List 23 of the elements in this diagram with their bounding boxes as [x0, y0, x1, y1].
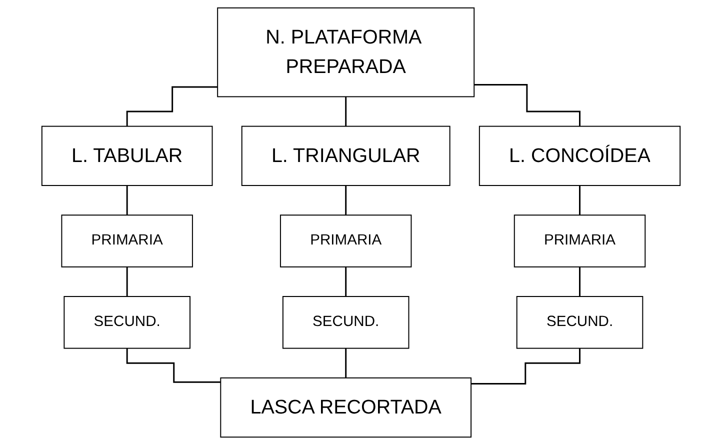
node-box: PRIMARIA — [61, 214, 193, 268]
connector — [126, 266, 128, 298]
node-box: PRIMARIA — [514, 214, 646, 268]
node-box: L. CONCOÍDEA — [478, 126, 681, 186]
connector — [345, 184, 347, 216]
node-box: SECUND. — [282, 296, 410, 349]
connector — [345, 348, 347, 379]
connector — [126, 184, 128, 216]
node-box: SECUND. — [64, 296, 190, 349]
node-box: N. PLATAFORMA PREPARADA — [217, 7, 475, 98]
connector — [126, 348, 221, 383]
connector — [345, 96, 347, 128]
node-box: L. TRIANGULAR — [241, 126, 450, 186]
node-box: L. TABULAR — [41, 126, 213, 186]
node-box: LASCA RECORTADA — [220, 377, 472, 438]
connector — [126, 86, 218, 128]
connector — [471, 348, 580, 384]
node-box: SECUND. — [516, 296, 644, 349]
node-box: PRIMARIA — [280, 214, 412, 268]
connector — [579, 184, 580, 216]
connector — [579, 266, 580, 298]
connector — [474, 84, 580, 128]
connector — [345, 266, 347, 298]
